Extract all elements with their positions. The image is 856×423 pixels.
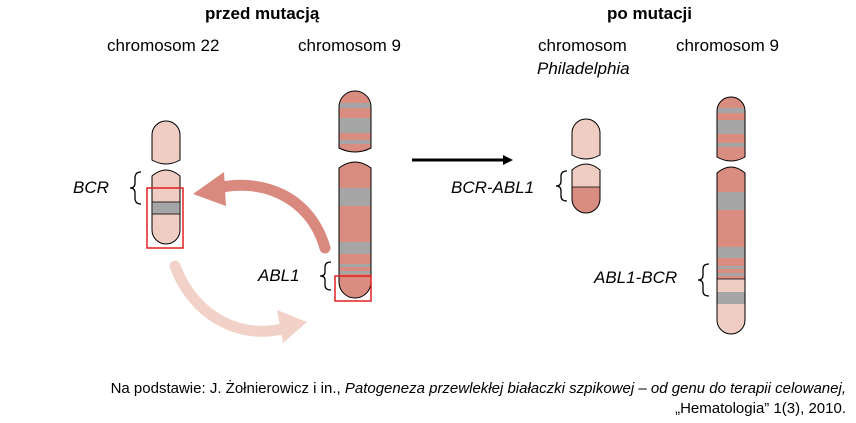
chromosome-22-before bbox=[151, 120, 181, 245]
bcr-brace bbox=[129, 171, 142, 205]
heading-after: po mutacji bbox=[607, 4, 693, 23]
gene-label-bcr: BCR bbox=[73, 178, 109, 197]
source-line-2: „Hematologia” 1(3), 2010. bbox=[675, 400, 846, 417]
gene-label-abl1-bcr: ABL1-BCR bbox=[594, 268, 678, 287]
chr9-after-title: chromosom 9 bbox=[676, 36, 779, 55]
chromosome-9-before bbox=[338, 90, 372, 299]
source-line-1: Na podstawie: J. Żołnierowicz i in., Pat… bbox=[111, 380, 846, 397]
abl1-highlight-box bbox=[334, 275, 372, 302]
philadelphia-title-line2: Philadelphia bbox=[537, 59, 630, 78]
abl1-bcr-brace bbox=[697, 263, 710, 297]
heading-before: przed mutacją bbox=[205, 4, 320, 23]
source-prefix: Na podstawie: J. Żołnierowicz i in., bbox=[110, 380, 345, 397]
source-citation: Na podstawie: J. Żołnierowicz i in., Pat… bbox=[111, 380, 846, 417]
chr9-before-title: chromosom 9 bbox=[298, 36, 401, 55]
curved-arrow-to-chr9 bbox=[169, 260, 307, 343]
source-title: Patogeneza przewlekłej białaczki szpikow… bbox=[344, 380, 846, 397]
gene-label-abl1: ABL1 bbox=[258, 266, 300, 285]
chr22-before-title: chromosom 22 bbox=[107, 36, 220, 55]
abl1-brace bbox=[319, 261, 332, 291]
chromosome-9-after bbox=[716, 96, 746, 335]
philadelphia-chromosome bbox=[571, 118, 601, 214]
gene-label-bcr-abl1: BCR-ABL1 bbox=[451, 178, 535, 197]
bcr-abl1-brace bbox=[555, 170, 568, 202]
philadelphia-title-line1: chromosom bbox=[538, 36, 627, 55]
curved-arrow-to-chr22 bbox=[193, 172, 331, 254]
bcr-highlight-box bbox=[146, 187, 184, 249]
